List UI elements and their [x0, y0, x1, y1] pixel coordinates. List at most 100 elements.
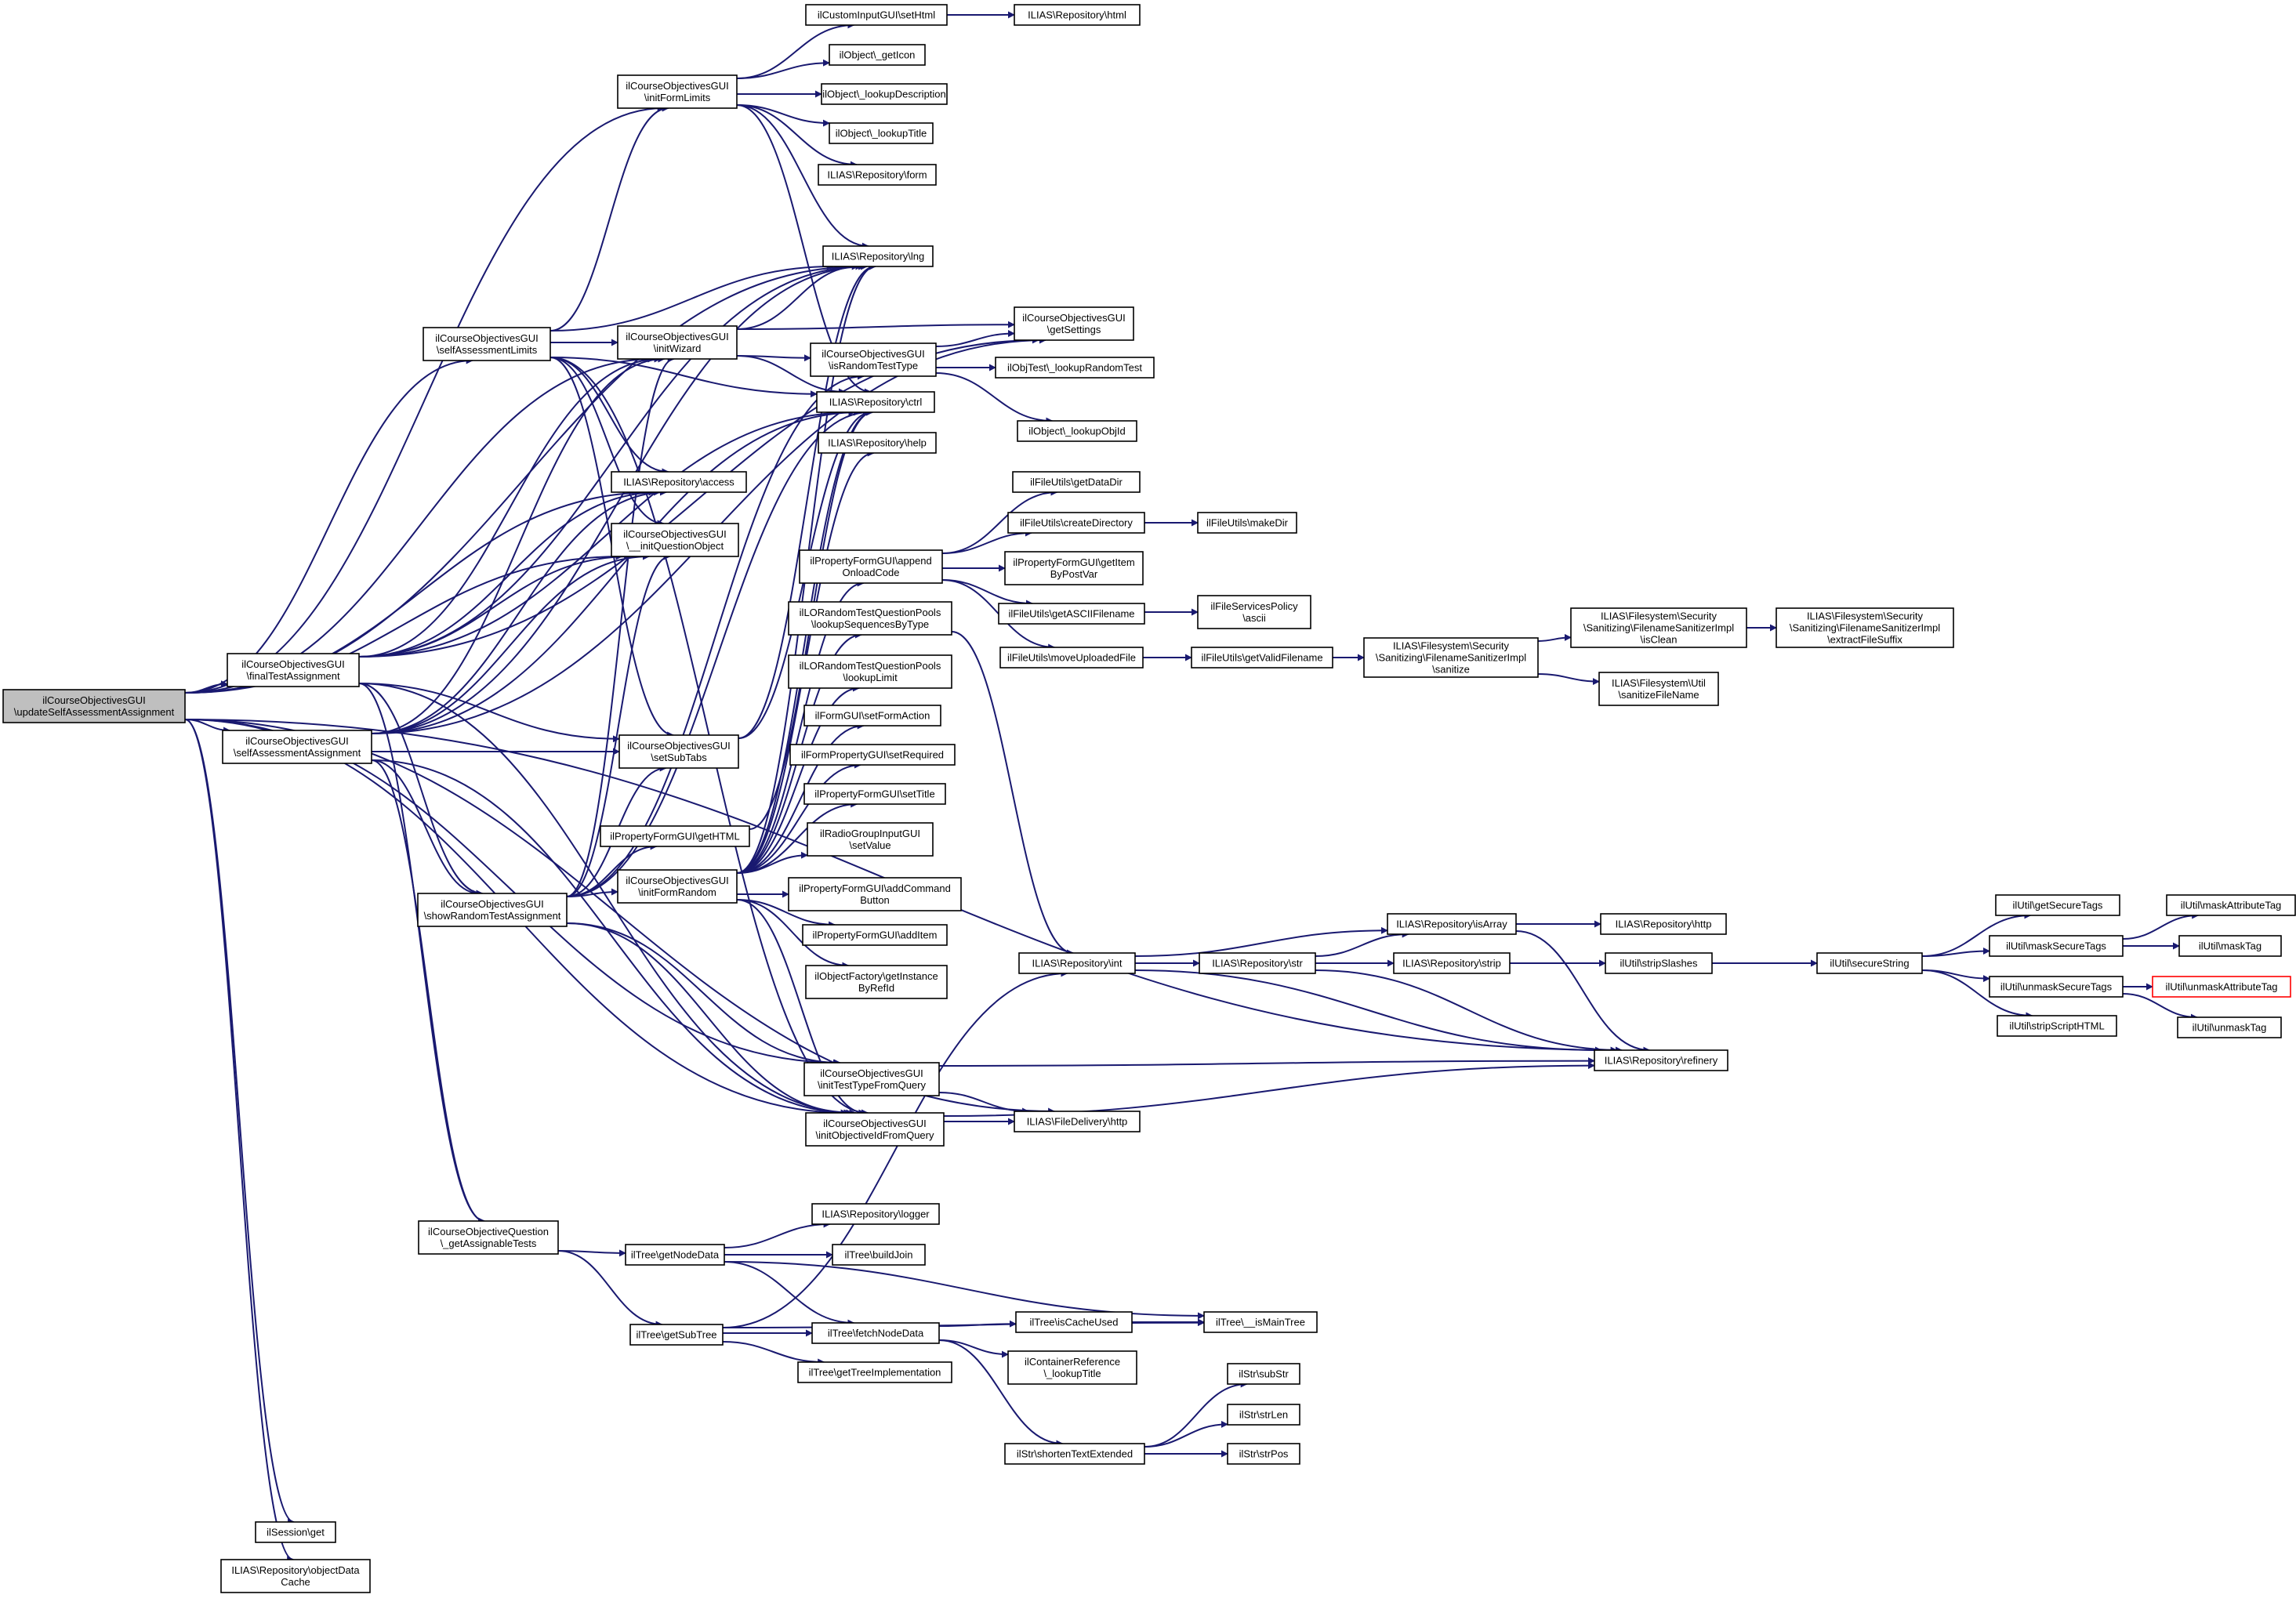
node-strPos[interactable]: ilStr\strPos: [1227, 1443, 1300, 1465]
node-extractSuffix[interactable]: ILIAS\Filesystem\Security\Sanitizing\Fil…: [1776, 607, 1954, 648]
node-isCacheUsed[interactable]: ilTree\isCacheUsed: [1015, 1311, 1133, 1333]
edge-getNodeData-to-isMainTree: [724, 1261, 1205, 1320]
node-repoAccess[interactable]: ILIAS\Repository\access: [611, 471, 747, 493]
node-getValidFilename[interactable]: ilFileUtils\getValidFilename: [1191, 647, 1333, 669]
node-setSubTabs[interactable]: ilCourseObjectivesGUI\setSubTabs: [618, 734, 739, 769]
node-selfAssessLimits[interactable]: ilCourseObjectivesGUI\selfAssessmentLimi…: [423, 327, 551, 361]
node-box: [220, 1559, 371, 1593]
node-repoLogger[interactable]: ILIAS\Repository\logger: [811, 1203, 940, 1225]
node-secureString[interactable]: ilUtil\secureString: [1816, 952, 1923, 974]
node-repoStrip[interactable]: ILIAS\Repository\strip: [1393, 952, 1511, 974]
node-unmaskAttributeTag[interactable]: ilUtil\unmaskAttributeTag: [2152, 976, 2291, 998]
edge-unmaskSecureTags-to-unmaskTag: [2122, 993, 2198, 1021]
node-box: [821, 83, 948, 105]
node-label-line: \setSubTabs: [651, 752, 707, 763]
node-lookupLimit[interactable]: ilLORandomTestQuestionPools\lookupLimit: [788, 654, 952, 689]
node-fsPolicyAscii[interactable]: ilFileServicesPolicy\ascii: [1197, 595, 1311, 629]
node-strLen[interactable]: ilStr\strLen: [1227, 1404, 1300, 1426]
node-fdHttp[interactable]: ILIAS\FileDelivery\http: [1014, 1111, 1141, 1132]
node-getSettings[interactable]: ilCourseObjectivesGUI\getSettings: [1014, 306, 1134, 341]
node-moveUploaded[interactable]: ilFileUtils\moveUploadedFile: [999, 647, 1144, 669]
node-getAssignable[interactable]: ilCourseObjectiveQuestion\_getAssignable…: [418, 1220, 559, 1255]
node-getAsciiFilename[interactable]: ilFileUtils\getASCIIFilename: [998, 603, 1145, 625]
node-isMainTree[interactable]: ilTree\__isMainTree: [1203, 1311, 1318, 1333]
node-stripScriptHTML[interactable]: ilUtil\stripScriptHTML: [1997, 1015, 2117, 1037]
node-getSubTree[interactable]: ilTree\getSubTree: [629, 1324, 724, 1346]
node-label-line: ILIAS\Repository\strip: [1402, 958, 1501, 969]
node-shortenText[interactable]: ilStr\shortenTextExtended: [1004, 1443, 1145, 1465]
node-getNodeData[interactable]: ilTree\getNodeData: [625, 1244, 725, 1266]
node-repoHelp[interactable]: ILIAS\Repository\help: [818, 432, 937, 454]
node-sanitizeFileName[interactable]: ILIAS\Filesystem\Util\sanitizeFileName: [1598, 672, 1719, 706]
node-lookupSeqByType[interactable]: ilLORandomTestQuestionPools\lookupSequen…: [788, 601, 952, 636]
node-unmaskTag[interactable]: ilUtil\unmaskTag: [2177, 1016, 2282, 1038]
node-maskAttributeTag[interactable]: ilUtil\maskAttributeTag: [2166, 894, 2296, 916]
node-box: [829, 122, 934, 144]
node-initFormLimits[interactable]: ilCourseObjectivesGUI\initFormLimits: [617, 74, 738, 109]
node-sanitize[interactable]: ILIAS\Filesystem\Security\Sanitizing\Fil…: [1363, 637, 1539, 678]
node-radioSetValue[interactable]: ilRadioGroupInputGUI\setValue: [807, 822, 934, 857]
node-repoHtml[interactable]: ILIAS\Repository\html: [1014, 4, 1141, 26]
node-box: [418, 1220, 559, 1255]
node-repoLng[interactable]: ILIAS\Repository\lng: [822, 245, 934, 267]
node-getIcon[interactable]: ilObject\_getIcon: [829, 44, 926, 66]
node-makeDir[interactable]: ilFileUtils\makeDir: [1197, 512, 1297, 534]
node-label-line: Button: [860, 894, 890, 906]
node-createDir[interactable]: ilFileUtils\createDirectory: [1007, 512, 1145, 534]
node-label-line: ilPropertyFormGUI\addCommand: [799, 882, 951, 894]
node-setRequired[interactable]: ilFormPropertyGUI\setRequired: [789, 744, 956, 766]
node-buildJoin[interactable]: ilTree\buildJoin: [832, 1244, 926, 1266]
node-repoCtrl[interactable]: ILIAS\Repository\ctrl: [816, 391, 935, 413]
node-initWizard[interactable]: ilCourseObjectivesGUI\initWizard: [617, 325, 738, 360]
node-repoForm[interactable]: ILIAS\Repository\form: [818, 164, 937, 186]
node-box: [995, 357, 1155, 379]
node-label-line: ilTree\fetchNodeData: [828, 1328, 924, 1339]
node-getHTML[interactable]: ilPropertyFormGUI\getHTML: [600, 825, 750, 847]
node-unmaskSecureTags[interactable]: ilUtil\unmaskSecureTags: [1989, 976, 2124, 998]
node-initQuestionObj[interactable]: ilCourseObjectivesGUI\__initQuestionObje…: [611, 523, 739, 557]
node-finalTest[interactable]: ilCourseObjectivesGUI\finalTestAssignmen…: [227, 653, 360, 687]
node-initTestType[interactable]: ilCourseObjectivesGUI\initTestTypeFromQu…: [803, 1062, 940, 1096]
node-setFormAction[interactable]: ilFormGUI\setFormAction: [803, 705, 941, 727]
node-getSecureTags[interactable]: ilUtil\getSecureTags: [1995, 894, 2120, 916]
node-lookupRandomTest[interactable]: ilObjTest\_lookupRandomTest: [995, 357, 1155, 379]
node-getDataDir[interactable]: ilFileUtils\getDataDir: [1012, 471, 1141, 493]
node-label-line: \initFormRandom: [638, 886, 716, 898]
edge-initFormLimits-to-repoLng: [736, 104, 869, 250]
node-isClean[interactable]: ILIAS\Filesystem\Security\Sanitizing\Fil…: [1570, 607, 1747, 648]
node-showRandom[interactable]: ilCourseObjectivesGUI\showRandomTestAssi…: [417, 893, 568, 927]
node-maskTag[interactable]: ilUtil\maskTag: [2178, 935, 2282, 957]
node-selfAssess[interactable]: ilCourseObjectivesGUI\selfAssessmentAssi…: [222, 730, 372, 764]
node-containerLookupTitle[interactable]: ilContainerReference\_lookupTitle: [1007, 1350, 1137, 1385]
node-box: [799, 549, 943, 584]
edge-showRandom-to-isRandom: [566, 372, 865, 897]
node-lookupTitle[interactable]: ilObject\_lookupTitle: [829, 122, 934, 144]
node-repoHttp[interactable]: ILIAS\Repository\http: [1600, 913, 1727, 935]
node-refinery[interactable]: ILIAS\Repository\refinery: [1594, 1049, 1728, 1071]
node-box: [611, 471, 747, 493]
node-sessionGet[interactable]: ilSession\get: [255, 1521, 336, 1543]
node-setTitle[interactable]: ilPropertyFormGUI\setTitle: [803, 783, 946, 805]
node-initFormRandom[interactable]: ilCourseObjectivesGUI\initFormRandom: [617, 869, 738, 904]
node-getTreeImpl[interactable]: ilTree\getTreeImplementation: [797, 1361, 952, 1383]
node-repoInt[interactable]: ILIAS\Repository\int: [1018, 952, 1136, 974]
node-fetchNodeData[interactable]: ilTree\fetchNodeData: [811, 1322, 940, 1344]
node-isRandom[interactable]: ilCourseObjectivesGUI\isRandomTestType: [810, 342, 937, 377]
node-stripSlashes[interactable]: ilUtil\stripSlashes: [1605, 952, 1713, 974]
node-lookupDesc[interactable]: ilObject\_lookupDescription: [821, 83, 948, 105]
node-repoIsArray[interactable]: ILIAS\Repository\isArray: [1387, 913, 1517, 935]
node-subStr[interactable]: ilStr\subStr: [1227, 1363, 1300, 1385]
node-maskSecureTags[interactable]: ilUtil\maskSecureTags: [1989, 935, 2124, 957]
node-lookupObjId[interactable]: ilObject\_lookupObjId: [1017, 420, 1137, 442]
node-initObjectiveId[interactable]: ilCourseObjectivesGUI\initObjectiveIdFro…: [805, 1112, 945, 1147]
node-repoStr[interactable]: ILIAS\Repository\str: [1199, 952, 1316, 974]
node-label-line: ilFileUtils\moveUploadedFile: [1007, 652, 1136, 664]
node-addItem[interactable]: ilPropertyFormGUI\addItem: [802, 924, 948, 946]
node-customSetHtml[interactable]: ilCustomInputGUI\setHtml: [805, 4, 948, 26]
node-root[interactable]: ilCourseObjectivesGUI\updateSelfAssessme…: [2, 689, 186, 723]
